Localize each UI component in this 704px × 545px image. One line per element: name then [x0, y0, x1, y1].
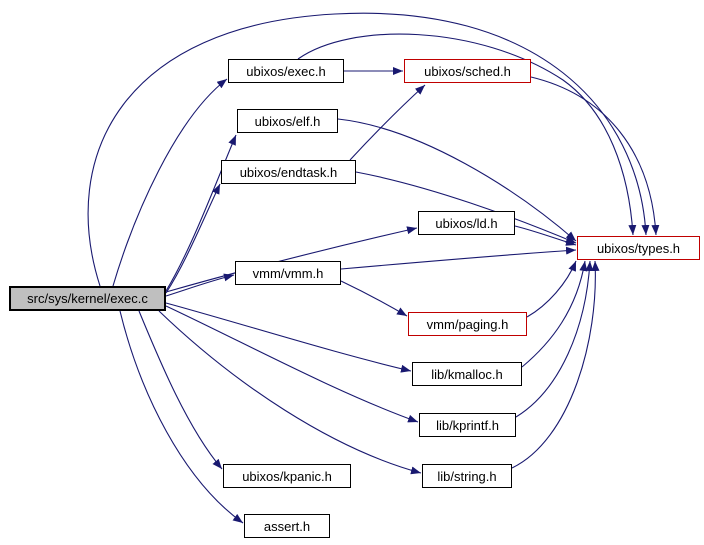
edge-endtask-h-to-types-h — [355, 171, 577, 244]
graph-node-elf-h[interactable]: ubixos/elf.h — [237, 109, 338, 133]
edge-string-h-to-types-h — [511, 260, 600, 469]
edge-exec-c-to-ld-h — [165, 226, 418, 293]
graph-node-exec-h[interactable]: ubixos/exec.h — [228, 59, 344, 83]
edge-kmalloc-h-to-types-h — [521, 260, 588, 368]
edge-ld-h-to-types-h — [514, 225, 577, 246]
graph-node-types-h[interactable]: ubixos/types.h — [577, 236, 700, 260]
graph-node-assert-h[interactable]: assert.h — [244, 514, 330, 538]
edge-exec-c-to-exec-h — [112, 78, 228, 287]
edge-exec-c-to-types-h — [87, 12, 650, 287]
edge-vmm-h-to-paging-h — [340, 280, 408, 317]
graph-node-string-h[interactable]: lib/string.h — [422, 464, 512, 488]
edge-exec-c-to-elf-h — [165, 134, 237, 292]
graph-node-exec-c: src/sys/kernel/exec.c — [9, 286, 166, 311]
graph-node-kmalloc-h[interactable]: lib/kmalloc.h — [412, 362, 522, 386]
graph-node-sched-h[interactable]: ubixos/sched.h — [404, 59, 531, 83]
edge-exec-c-to-kprintf-h — [165, 305, 419, 423]
graph-node-paging-h[interactable]: vmm/paging.h — [408, 312, 527, 336]
edge-exec-c-to-vmm-h — [165, 273, 235, 297]
edge-elf-h-to-types-h — [337, 118, 577, 242]
graph-node-kpanic-h[interactable]: ubixos/kpanic.h — [223, 464, 351, 488]
edge-sched-h-to-types-h — [530, 76, 660, 236]
edge-exec-c-to-endtask-h — [165, 183, 221, 294]
edge-group — [87, 12, 660, 524]
edge-exec-h-to-types-h — [297, 33, 637, 236]
graph-node-endtask-h[interactable]: ubixos/endtask.h — [221, 160, 356, 184]
graph-node-kprintf-h[interactable]: lib/kprintf.h — [419, 413, 516, 437]
edge-exec-c-to-kmalloc-h — [165, 302, 412, 373]
edge-exec-c-to-assert-h — [119, 310, 244, 524]
graph-node-vmm-h[interactable]: vmm/vmm.h — [235, 261, 341, 285]
edge-endtask-h-to-sched-h — [349, 84, 426, 161]
edge-exec-c-to-kpanic-h — [138, 310, 223, 470]
edge-exec-c-to-string-h — [158, 310, 422, 475]
graph-node-ld-h[interactable]: ubixos/ld.h — [418, 211, 515, 235]
edge-paging-h-to-types-h — [526, 260, 577, 318]
edge-vmm-h-to-types-h — [340, 246, 577, 270]
edge-kprintf-h-to-types-h — [515, 260, 594, 418]
